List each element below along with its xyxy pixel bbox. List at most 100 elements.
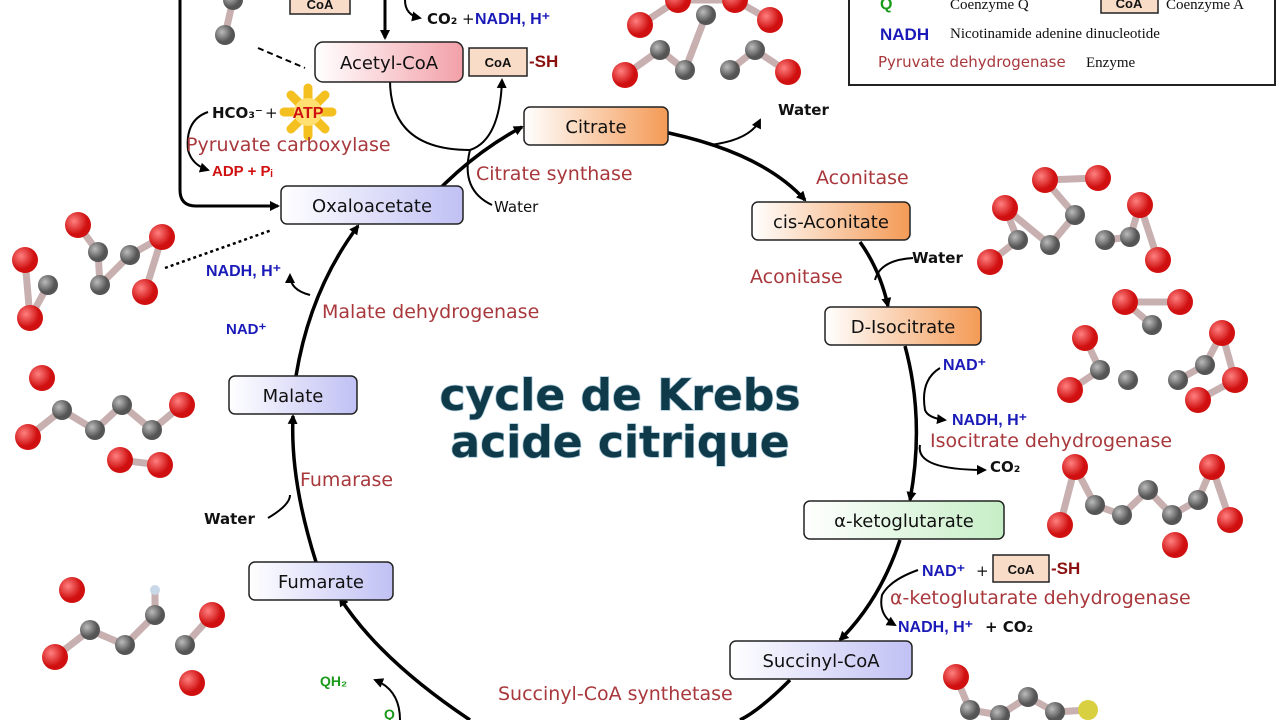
metabolite-alpha-ketoglutarate[interactable]: α-ketoglutarate	[803, 500, 1005, 540]
water-label: Water	[912, 249, 963, 267]
metabolite-label: D-Isocitrate	[851, 317, 956, 338]
coa-sh-akg: CoA-SH	[992, 554, 1080, 583]
enzyme-fumarase: Fumarase	[300, 469, 393, 491]
oxygen-atom	[59, 577, 85, 603]
carbon-atom	[1040, 235, 1060, 255]
oxygen-atom	[1167, 289, 1193, 315]
water-label: Water	[494, 198, 539, 216]
svg-text:NADH: NADH	[880, 25, 929, 44]
atp-label: ATP	[293, 105, 324, 122]
nadh-label: NADH, H⁺	[206, 263, 281, 280]
hco3-label: HCO₃⁻	[212, 104, 263, 122]
oxygen-atom	[29, 365, 55, 391]
carbon-atom	[990, 705, 1010, 720]
carbon-atom	[1045, 702, 1065, 720]
co2-label: CO₂	[427, 10, 457, 28]
svg-text:Coenzyme A: Coenzyme A	[1166, 0, 1244, 13]
oxygen-atom	[1209, 320, 1235, 346]
svg-text:CoA: CoA	[485, 55, 512, 70]
cis-aconitate-molecule	[977, 165, 1171, 275]
metabolite-acetyl-coa[interactable]: Acetyl-CoA	[314, 41, 464, 83]
svg-text:Pyruvate dehydrogenase: Pyruvate dehydrogenase	[878, 53, 1066, 71]
carbon-atom	[1118, 370, 1138, 390]
svg-text:-SH: -SH	[529, 52, 558, 71]
plus-label: +	[976, 562, 989, 580]
carbon-atom	[675, 60, 695, 80]
carbon-atom	[696, 5, 716, 25]
metabolite-citrate[interactable]: Citrate	[523, 106, 669, 146]
metabolite-label: Fumarate	[278, 572, 364, 593]
carbon-atom	[38, 275, 58, 295]
carbon-atom	[85, 420, 105, 440]
legend: Q Coenzyme Q CoA Coenzyme A NADH Nicotin…	[848, 0, 1276, 86]
metabolite-d-isocitrate[interactable]: D-Isocitrate	[824, 306, 982, 346]
oxygen-atom	[612, 62, 638, 88]
carbon-atom	[80, 620, 100, 640]
nad-label: NAD⁺	[922, 563, 965, 580]
metabolite-label: Malate	[263, 386, 324, 407]
enzyme-isocitrate-dehydrogenase: Isocitrate dehydrogenase	[930, 430, 1172, 452]
svg-text:CoA: CoA	[1116, 0, 1143, 11]
nadh-label: NADH, H⁺	[898, 619, 973, 636]
carbon-atom	[650, 40, 670, 60]
svg-text:Nicotinamide adenine dinucleot: Nicotinamide adenine dinucleotide	[950, 26, 1160, 42]
nad-label: NAD⁺	[226, 321, 266, 338]
oxygen-atom	[1085, 165, 1111, 191]
plus-label: +	[462, 10, 475, 28]
oxygen-atom	[943, 664, 969, 690]
nad-label: NAD⁺	[943, 357, 986, 374]
carbon-atom	[1112, 505, 1132, 525]
enzyme-pyruvate-carboxylase: Pyruvate carboxylase	[186, 134, 391, 156]
metabolite-succinyl-coa[interactable]: Succinyl-CoA	[729, 640, 913, 680]
succinyl-coa-molecule	[943, 664, 1098, 720]
oxygen-atom	[1032, 167, 1058, 193]
oxygen-atom	[1072, 325, 1098, 351]
carbon-atom	[1008, 230, 1028, 250]
oxygen-atom	[1185, 387, 1211, 413]
carbon-atom	[215, 25, 235, 45]
carbon-atom	[1085, 495, 1105, 515]
oxygen-atom	[199, 602, 225, 628]
metabolite-malate[interactable]: Malate	[228, 375, 358, 415]
metabolite-label: Citrate	[565, 117, 626, 138]
carbon-atom	[175, 635, 195, 655]
oxygen-atom	[627, 12, 653, 38]
oxygen-atom	[1127, 192, 1153, 218]
metabolite-label: Succinyl-CoA	[762, 651, 880, 672]
oxygen-atom	[12, 247, 38, 273]
oxygen-atom	[15, 424, 41, 450]
oxygen-atom	[42, 644, 68, 670]
carbon-atom	[223, 0, 243, 10]
metabolite-fumarate[interactable]: Fumarate	[248, 561, 394, 601]
carbon-atom	[142, 420, 162, 440]
oxygen-atom	[1199, 454, 1225, 480]
oxygen-atom	[107, 447, 133, 473]
adp-pi-label: ADP + Pᵢ	[212, 163, 273, 180]
co2-label: + CO₂	[985, 618, 1033, 636]
metabolite-oxaloacetate[interactable]: Oxaloacetate	[280, 185, 464, 225]
carbon-atom	[1168, 370, 1188, 390]
hydrogen-atom	[150, 585, 160, 595]
metabolite-cis-aconitate[interactable]: cis-Aconitate	[751, 201, 911, 241]
enzyme-aconitase: Aconitase	[750, 266, 843, 288]
oxygen-atom	[722, 0, 748, 13]
carbon-atom	[1018, 687, 1038, 707]
carbon-atom	[115, 635, 135, 655]
nadh-label: NADH, H⁺	[952, 412, 1027, 429]
oxygen-atom	[65, 212, 91, 238]
enzyme-malate-dehydrogenase: Malate dehydrogenase	[322, 301, 539, 323]
oxygen-atom	[1057, 377, 1083, 403]
oxygen-atom	[179, 670, 205, 696]
sulfur-atom	[1078, 700, 1098, 720]
oxygen-atom	[757, 7, 783, 33]
carbon-atom	[1195, 355, 1215, 375]
molecule-models	[12, 0, 1248, 720]
oxygen-atom	[17, 305, 43, 331]
isocitrate-molecule	[1057, 289, 1248, 413]
carbon-atom	[52, 400, 72, 420]
svg-text:CoA: CoA	[1008, 562, 1035, 577]
carbon-atom	[112, 395, 132, 415]
oxygen-atom	[1047, 512, 1073, 538]
carbon-atom	[88, 242, 108, 262]
